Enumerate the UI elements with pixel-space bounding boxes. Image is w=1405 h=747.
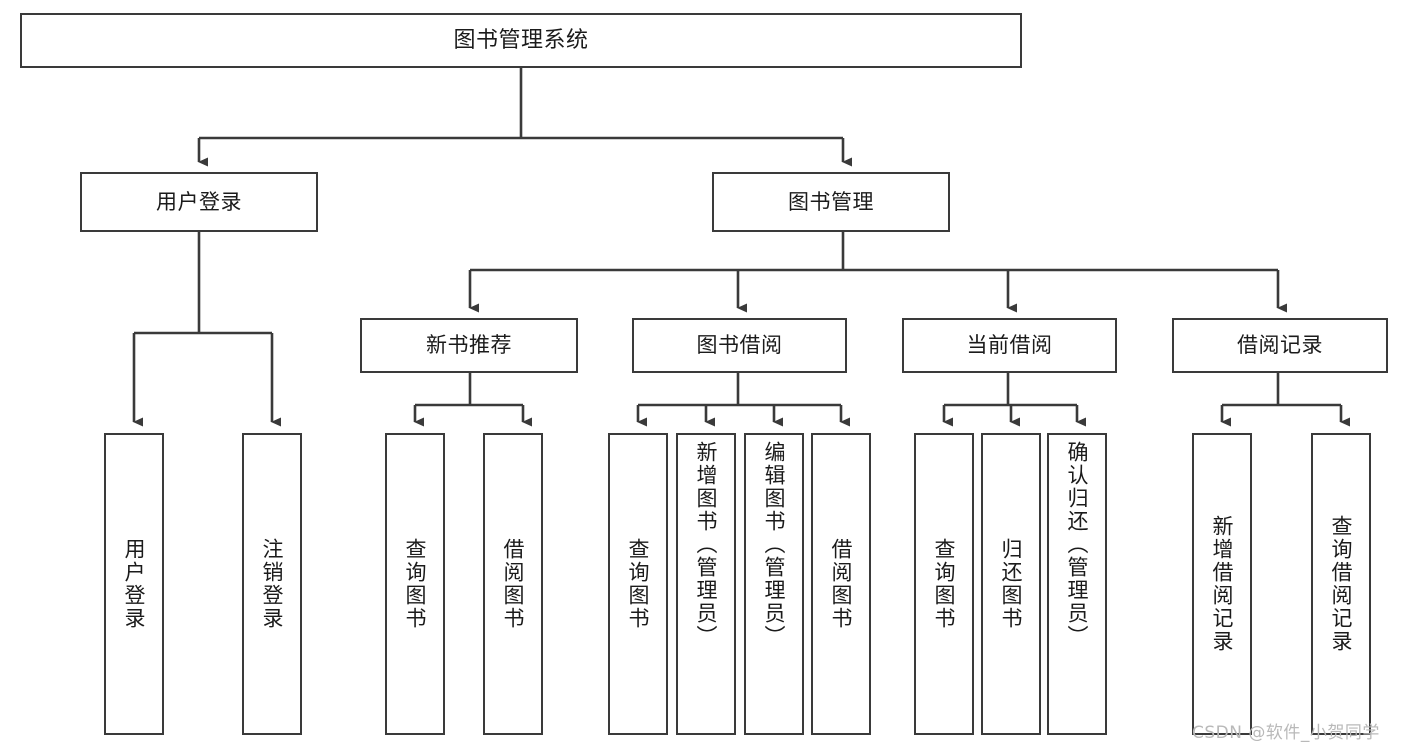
node-label: 用户登录 [156,189,242,214]
leaf-borrow-book-recommend[interactable]: 借阅图书 [483,433,543,735]
leaf-add-book-admin[interactable]: 新增图书（管理员） [676,433,736,735]
node-label: 当前借阅 [966,333,1053,358]
node-label: 归还图书 [999,538,1024,630]
node-label: 查询借阅记录 [1329,515,1354,653]
node-new-book-recommend[interactable]: 新书推荐 [360,318,578,373]
node-label: 用户登录 [122,538,147,630]
node-current-borrow[interactable]: 当前借阅 [902,318,1117,373]
node-borrow-record[interactable]: 借阅记录 [1172,318,1388,373]
node-label: 编辑图书（管理员） [762,441,787,648]
leaf-return-book[interactable]: 归还图书 [981,433,1041,735]
node-label: 借阅图书 [501,538,526,630]
node-label: 图书借阅 [696,333,783,358]
node-label: 图书管理系统 [453,27,589,53]
leaf-borrow-book[interactable]: 借阅图书 [811,433,871,735]
node-label: 新书推荐 [426,333,512,358]
leaf-query-book-recommend[interactable]: 查询图书 [385,433,445,735]
leaf-confirm-return-admin[interactable]: 确认归还（管理员） [1047,433,1107,735]
node-book-management[interactable]: 图书管理 [712,172,950,232]
leaf-add-borrow-record[interactable]: 新增借阅记录 [1192,433,1252,735]
node-label: 确认归还（管理员） [1065,441,1090,648]
node-label: 新增借阅记录 [1210,515,1235,653]
csdn-watermark: CSDN @软件_小贺同学 [1192,723,1380,743]
leaf-user-login[interactable]: 用户登录 [104,433,164,735]
leaf-query-book-current[interactable]: 查询图书 [914,433,974,735]
node-label: 查询图书 [626,538,651,630]
leaf-user-logout[interactable]: 注销登录 [242,433,302,735]
node-label: 查询图书 [403,538,428,630]
leaf-edit-book-admin[interactable]: 编辑图书（管理员） [744,433,804,735]
node-user-login[interactable]: 用户登录 [80,172,318,232]
node-root-system[interactable]: 图书管理系统 [20,13,1022,68]
node-label: 图书管理 [788,189,874,214]
node-book-borrow[interactable]: 图书借阅 [632,318,847,373]
node-label: 新增图书（管理员） [694,441,719,648]
node-label: 借阅记录 [1237,333,1323,358]
node-label: 借阅图书 [829,538,854,630]
leaf-query-borrow-record[interactable]: 查询借阅记录 [1311,433,1371,735]
node-label: 注销登录 [260,538,285,630]
node-label: 查询图书 [932,538,957,630]
leaf-query-book-borrow[interactable]: 查询图书 [608,433,668,735]
